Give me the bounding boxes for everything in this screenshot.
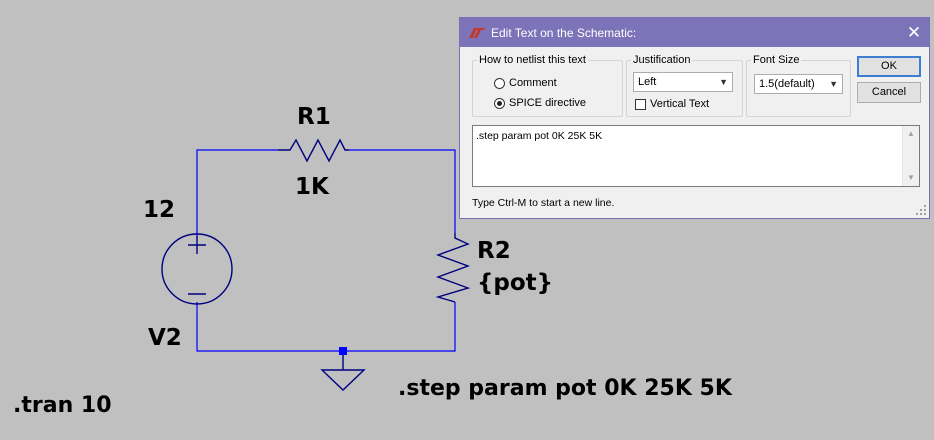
wire-top-right bbox=[349, 149, 456, 233]
directive-text-input[interactable]: .step param pot 0K 25K 5K ▲ ▼ bbox=[472, 125, 920, 187]
cancel-button[interactable]: Cancel bbox=[857, 82, 921, 103]
netlist-mode-legend: How to netlist this text bbox=[479, 54, 586, 66]
ground-symbol[interactable] bbox=[320, 347, 366, 391]
font-size-group: Font Size bbox=[746, 54, 851, 117]
vertical-text-label[interactable]: Vertical Text bbox=[650, 98, 710, 110]
resistor-r2[interactable] bbox=[435, 233, 471, 303]
justification-selected-value: Left bbox=[638, 76, 657, 88]
radio-comment-label[interactable]: Comment bbox=[509, 77, 557, 89]
hint-text: Type Ctrl-M to start a new line. bbox=[472, 197, 615, 209]
r1-value-label[interactable]: 1K bbox=[295, 174, 329, 200]
resistor-r1[interactable] bbox=[278, 138, 349, 163]
close-button[interactable]: ✕ bbox=[899, 18, 929, 47]
wire-bottom bbox=[196, 302, 456, 352]
radio-comment-circle[interactable] bbox=[494, 77, 505, 89]
chevron-down-icon: ▼ bbox=[829, 79, 838, 89]
source-voltage-label[interactable]: 12 bbox=[143, 197, 176, 223]
resize-grip-icon[interactable] bbox=[916, 205, 926, 215]
wire-top-left bbox=[196, 149, 278, 238]
vertical-text-box[interactable] bbox=[635, 98, 646, 110]
dialog-titlebar[interactable]: Edit Text on the Schematic: ✕ bbox=[460, 18, 929, 47]
r1-name-label[interactable]: R1 bbox=[297, 104, 331, 130]
edit-text-dialog[interactable]: Edit Text on the Schematic: ✕ How to net… bbox=[459, 17, 930, 219]
justification-legend: Justification bbox=[633, 54, 691, 66]
font-size-select[interactable]: 1.5(default) ▼ bbox=[754, 74, 843, 94]
source-name-label[interactable]: V2 bbox=[148, 325, 182, 351]
font-size-legend: Font Size bbox=[753, 54, 800, 66]
chevron-down-icon: ▼ bbox=[719, 77, 728, 87]
justification-select[interactable]: Left ▼ bbox=[633, 72, 733, 92]
scroll-down-icon[interactable]: ▼ bbox=[907, 173, 915, 182]
ltspice-logo-icon bbox=[469, 28, 485, 38]
r2-name-label[interactable]: R2 bbox=[477, 238, 511, 264]
wires bbox=[196, 149, 456, 352]
close-icon: ✕ bbox=[906, 23, 922, 42]
radio-spice-directive[interactable]: SPICE directive bbox=[494, 96, 586, 110]
voltage-source-v2[interactable] bbox=[161, 233, 233, 305]
dialog-title: Edit Text on the Schematic: bbox=[491, 26, 637, 40]
radio-spice-directive-circle[interactable] bbox=[494, 97, 505, 109]
radio-comment[interactable]: Comment bbox=[494, 76, 557, 90]
tran-directive-label[interactable]: .tran 10 bbox=[13, 393, 112, 418]
r2-value-label[interactable]: {pot} bbox=[477, 270, 554, 296]
textarea-scrollbar[interactable]: ▲ ▼ bbox=[902, 126, 919, 186]
netlist-mode-group: How to netlist this text bbox=[472, 54, 623, 117]
ok-button[interactable]: OK bbox=[857, 56, 921, 77]
radio-spice-directive-label[interactable]: SPICE directive bbox=[509, 97, 587, 109]
font-size-selected-value: 1.5(default) bbox=[759, 78, 815, 90]
step-directive-label[interactable]: .step param pot 0K 25K 5K bbox=[398, 376, 732, 401]
vertical-text-checkbox[interactable]: Vertical Text bbox=[635, 97, 709, 111]
scroll-up-icon[interactable]: ▲ bbox=[907, 129, 915, 138]
directive-text-value[interactable]: .step param pot 0K 25K 5K bbox=[476, 130, 603, 142]
justification-group: Justification bbox=[626, 54, 743, 117]
